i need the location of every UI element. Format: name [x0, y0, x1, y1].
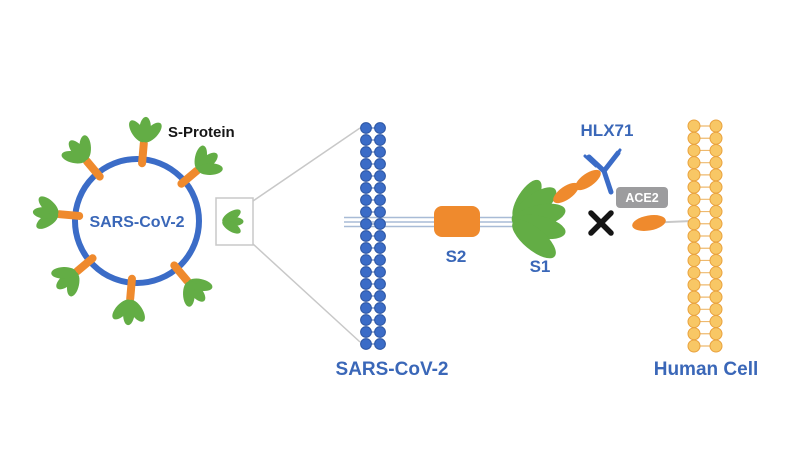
viral-membrane: [360, 122, 386, 350]
selection-spike-icon: [222, 209, 244, 234]
cell-membrane: [687, 119, 723, 353]
s1-subunit: S1: [511, 179, 566, 276]
zoom-selection-box: [215, 197, 254, 246]
s-protein-label: S-Protein: [168, 124, 235, 141]
spike-stalk-lines: [344, 216, 517, 228]
hlx71-antibody: HLX71: [553, 121, 634, 204]
s1-label: S1: [530, 257, 551, 276]
ace2-shape: [632, 215, 666, 231]
antibody-label: HLX71: [581, 121, 634, 140]
antibody-bound-domain: [553, 182, 579, 204]
spike-proteins: [32, 116, 223, 326]
s2-shape: [434, 206, 480, 237]
antibody-bound-domain: [575, 169, 601, 191]
virus-label: SARS-CoV-2: [89, 214, 184, 231]
zoom-lines: [252, 127, 361, 343]
virus-envelope: [72, 156, 202, 286]
ace2-badge: [616, 187, 668, 208]
s2-subunit: S2: [434, 206, 480, 266]
ace2-receptor: ACE2: [616, 187, 693, 231]
cell-label: Human Cell: [654, 359, 759, 380]
blocked-interaction-icon: [588, 210, 614, 236]
antibody-y-icon: [583, 148, 622, 195]
ace2-label: ACE2: [625, 191, 658, 205]
membrane-label: SARS-CoV-2: [336, 359, 449, 380]
virus-particle: SARS-CoV-2: [32, 116, 223, 326]
s2-label: S2: [446, 247, 467, 266]
